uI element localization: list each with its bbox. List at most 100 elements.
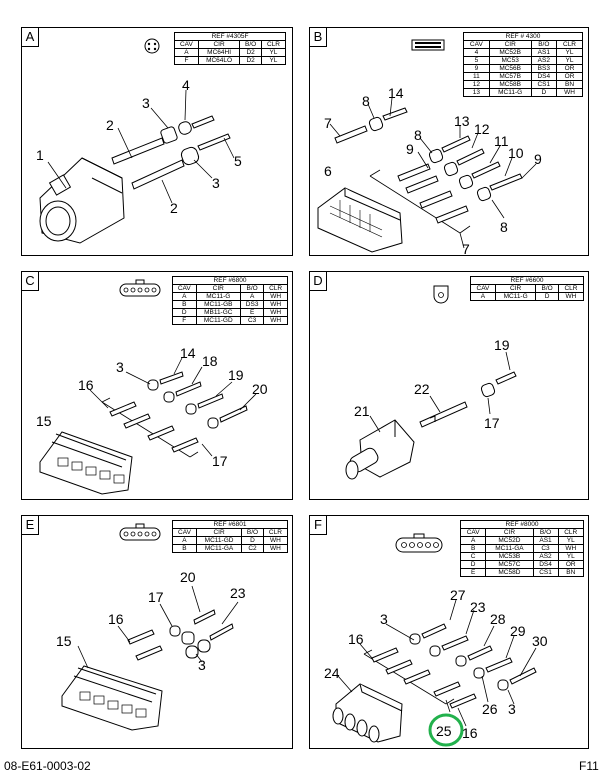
connector-drawing: 14 8 7 13 12 8 11 9 10 9 6 8 7 — [317, 39, 542, 257]
callout: 16 — [462, 725, 478, 741]
callout: 3 — [380, 611, 388, 627]
callout: 17 — [148, 589, 164, 605]
table-cell: YL — [260, 56, 287, 65]
connector-drawing: 4 3 2 1 5 3 2 — [36, 38, 242, 244]
connector-housing — [61, 665, 163, 731]
callout: 4 — [182, 77, 190, 93]
terminal-upper — [111, 115, 215, 165]
table-cell: WH — [556, 88, 583, 97]
callout: 19 — [228, 367, 244, 383]
callout: 27 — [450, 587, 466, 603]
callout: 20 — [180, 569, 196, 585]
connector-housing — [39, 157, 125, 244]
connector-housing — [345, 419, 415, 480]
callout: 10 — [508, 145, 524, 161]
callout: 16 — [108, 611, 124, 627]
callout: 9 — [534, 151, 542, 167]
connector-face-icon — [395, 533, 443, 553]
callout: 16 — [348, 631, 364, 647]
panel-letter: B — [310, 28, 327, 47]
callout: 12 — [474, 121, 490, 137]
callout: 3 — [116, 359, 124, 375]
callout: 22 — [414, 381, 430, 397]
table-cell: MC11-GD — [195, 316, 242, 325]
table-cell: MC58D — [485, 568, 534, 577]
callout: 28 — [490, 611, 506, 627]
panel-letter: F — [310, 516, 327, 535]
document-number: 08-E61-0003-02 — [4, 759, 91, 773]
callout: 5 — [234, 153, 242, 169]
callout: 1 — [36, 147, 44, 163]
callout: 13 — [454, 113, 470, 129]
terminal-set — [371, 623, 537, 709]
callout: 8 — [500, 219, 508, 235]
callout-labels: 14 18 3 19 16 20 15 17 — [36, 345, 268, 469]
table-cell: D — [530, 88, 558, 97]
terminal-lower — [131, 133, 231, 190]
connector-face-icon — [119, 279, 161, 297]
panel-letter: C — [22, 272, 39, 291]
table-cell: MC11-GA — [195, 544, 243, 553]
connector-housing — [317, 187, 403, 253]
callout: 15 — [56, 633, 72, 649]
callout: 8 — [414, 127, 422, 143]
highlight-circle — [428, 713, 464, 747]
table-cell: E — [459, 568, 487, 577]
table-cell: WH — [262, 544, 289, 553]
callout: 26 — [482, 701, 498, 717]
callout: 18 — [202, 353, 218, 369]
callout: 16 — [78, 377, 94, 393]
callout: 3 — [508, 701, 516, 717]
callout: 29 — [510, 623, 526, 639]
callout: 2 — [170, 200, 178, 216]
callout: 2 — [106, 117, 114, 133]
callout: 3 — [142, 95, 150, 111]
connector-housing — [39, 431, 133, 495]
connector-drawing: 20 17 23 16 15 3 — [56, 523, 246, 731]
callout: 23 — [470, 599, 486, 615]
panel-letter: E — [22, 516, 39, 535]
callout: 23 — [230, 585, 246, 601]
callout-labels: 4 3 2 1 5 3 2 — [36, 77, 242, 216]
callout: 24 — [324, 665, 340, 681]
connector-face-icon — [411, 39, 445, 51]
table-cell: BN — [557, 568, 584, 577]
panel-letter: A — [22, 28, 39, 47]
connector-housing — [332, 683, 403, 743]
connector-drawing: 27 23 3 16 28 29 30 24 26 3 25 16 — [324, 533, 548, 747]
callout-labels: 14 8 7 13 12 8 11 9 10 9 6 8 7 — [324, 85, 542, 257]
callout: 8 — [362, 93, 370, 109]
table-cell: MC64LO — [197, 56, 241, 65]
table-cell: MC11-G — [494, 292, 537, 301]
terminal-set — [334, 107, 523, 224]
callout: 11 — [494, 133, 509, 149]
table-cell: WH — [557, 292, 585, 301]
connector-face-icon — [144, 38, 160, 54]
callout: 17 — [212, 453, 228, 469]
callout: 6 — [324, 163, 332, 179]
callout: 14 — [180, 345, 196, 361]
connector-face-icon — [433, 285, 449, 304]
callout: 9 — [406, 141, 414, 157]
callout: 3 — [212, 175, 220, 191]
page-number: F11 — [579, 759, 599, 773]
connector-drawing: 14 18 3 19 16 20 15 17 — [36, 279, 268, 495]
terminal-set — [127, 609, 234, 661]
